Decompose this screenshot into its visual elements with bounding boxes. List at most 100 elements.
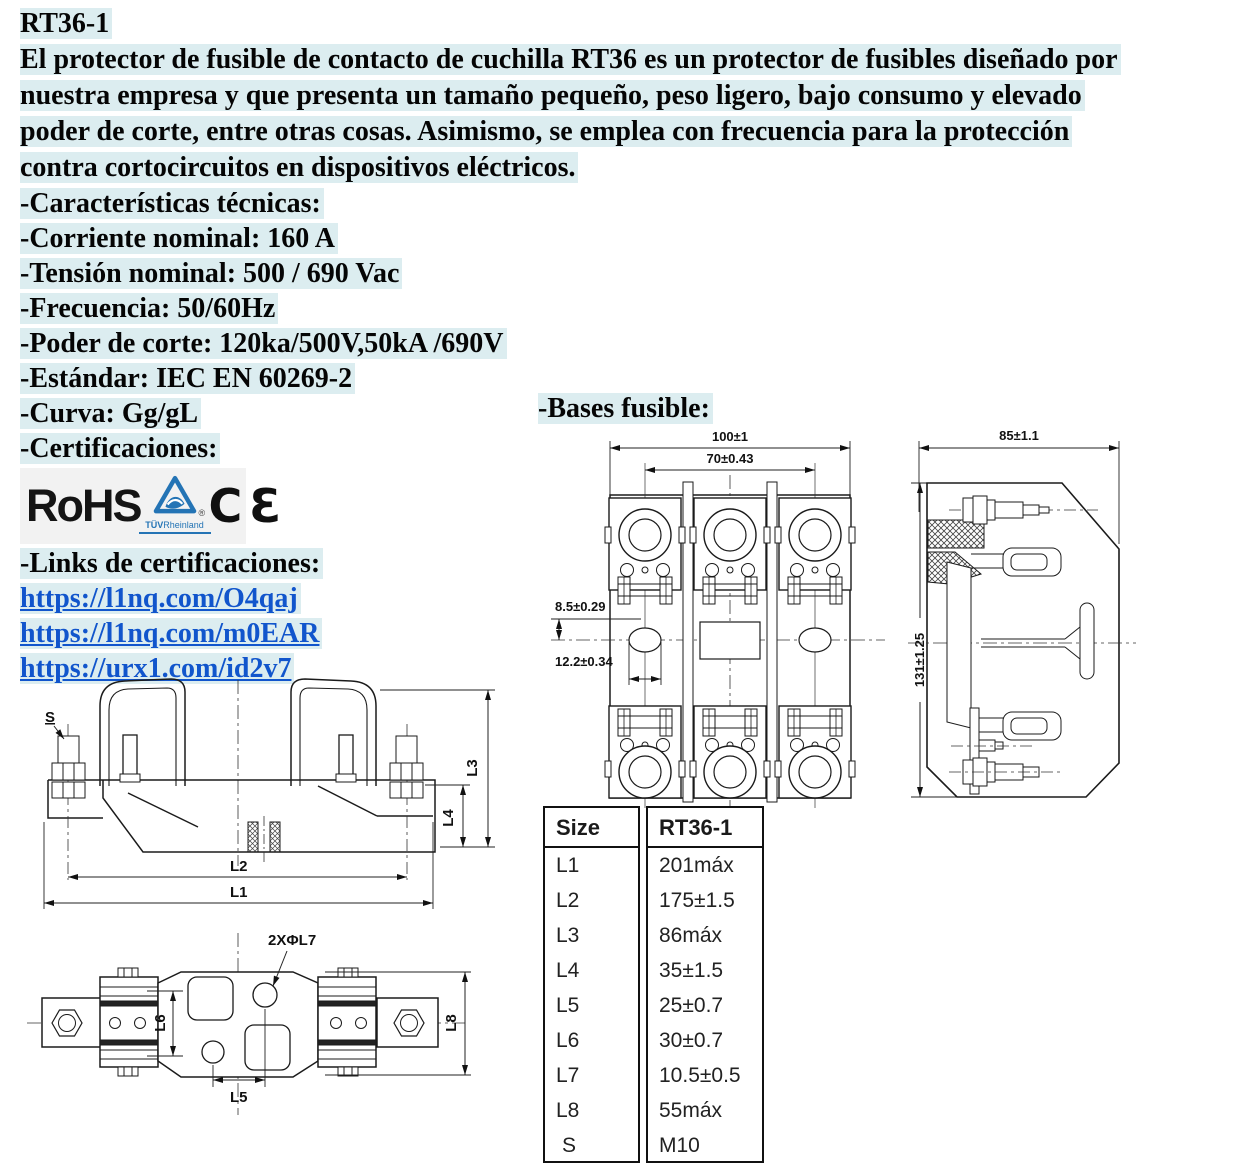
pole-contact-top xyxy=(604,497,686,605)
window-hole xyxy=(187,976,234,1021)
label-2x-phi-l7: 2XΦL7 xyxy=(268,932,316,949)
size-table-values-column: RT36-1 201máx 175±1.5 86máx 35±1.5 25±0.… xyxy=(646,806,764,1163)
registered-mark: ® xyxy=(198,508,206,518)
certifications-label: -Certificaciones: xyxy=(20,433,221,464)
table-row-label: L5 xyxy=(556,994,580,1017)
rohs-logo: RoHS xyxy=(26,480,142,531)
table-row-value: 55máx xyxy=(659,1099,723,1122)
dim-hole-pitch: 70±0.43 xyxy=(707,451,754,466)
fuse-clip-bracket-left xyxy=(99,678,186,786)
table-row-label: L6 xyxy=(556,1029,580,1052)
window-hole xyxy=(244,1024,291,1071)
top-terminal-bolt xyxy=(949,495,1098,525)
ce-mark-logo: CƐ xyxy=(208,479,289,533)
spec-item-caracteristicas: -Características técnicas: xyxy=(20,188,324,219)
description-line: nuestra empresa y que presenta un tamaño… xyxy=(20,80,1085,111)
dim-offset: 8.5±0.29 xyxy=(555,599,606,614)
separator-rail xyxy=(766,481,778,803)
pole-contact-top xyxy=(774,497,856,605)
plan-view-drawing: 100±1 70±0.43 8.5±0.29 12.2±0.34 xyxy=(551,429,885,811)
mounting-slot xyxy=(798,627,832,653)
front-view-drawing: S L2 L1 L3 L4 xyxy=(43,678,495,909)
dim-slot-width: 12.2±0.34 xyxy=(555,654,614,669)
spec-item-estandar: -Estándar: IEC EN 60269-2 xyxy=(20,363,356,394)
certification-link[interactable]: https://urx1.com/id2v7 xyxy=(20,653,295,684)
spec-item-tension: -Tensión nominal: 500 / 690 Vac xyxy=(20,258,403,289)
table-row-label: L1 xyxy=(556,854,580,877)
label-plate xyxy=(699,621,761,660)
end-cap-right xyxy=(376,997,439,1048)
label-l8: L8 xyxy=(443,1014,460,1032)
table-row-value: 30±0.7 xyxy=(659,1029,724,1052)
bases-fusible-heading: -Bases fusible: xyxy=(538,391,713,427)
pole-contact-bottom xyxy=(604,705,686,799)
inner-plate xyxy=(946,561,972,729)
tuv-triangle-icon xyxy=(153,475,196,514)
tuv-rheinland-logo: ® TÜVRheinland xyxy=(138,468,211,544)
t-slot xyxy=(981,602,1095,680)
table-row-value: 86máx xyxy=(659,924,723,947)
dim-height: 131±1.25 xyxy=(912,633,927,687)
bottom-view-drawing: 2XΦL7 L6 L5 L8 xyxy=(27,932,471,1115)
table-header-model: RT36-1 xyxy=(648,808,762,848)
tuv-wordmark: TÜVRheinland xyxy=(138,520,211,534)
certification-link[interactable]: https://l1nq.com/O4qaj xyxy=(20,583,301,614)
mounting-bolt-left xyxy=(51,724,86,880)
label-l5: L5 xyxy=(230,1089,248,1106)
table-row-value: M10 xyxy=(659,1134,700,1157)
table-row-value: 175±1.5 xyxy=(659,889,735,912)
mounting-slot xyxy=(628,627,662,653)
table-row-label: L7 xyxy=(556,1064,580,1087)
upper-blade-clip xyxy=(971,547,1062,577)
pole-contact-bottom xyxy=(774,705,856,799)
certification-logos: RoHS ® TÜVRheinland CƐ xyxy=(20,468,281,544)
base-body xyxy=(47,779,436,853)
blade-foot xyxy=(335,773,357,783)
lower-blade-clip xyxy=(971,711,1062,741)
phi-l7-hole xyxy=(201,1040,225,1064)
label-s: S xyxy=(45,709,55,726)
phi-l7-hole xyxy=(252,982,278,1008)
table-row-value: 10.5±0.5 xyxy=(659,1064,741,1087)
table-row-value: 35±1.5 xyxy=(659,959,724,982)
clip-block-right xyxy=(317,967,377,1077)
size-table-labels-column: Size L1 L2 L3 L4 L5 L6 L7 L8 S xyxy=(543,806,640,1163)
label-l3: L3 xyxy=(464,759,481,777)
page-title: RT36-1 xyxy=(20,8,113,39)
table-row-label: L2 xyxy=(556,889,580,912)
spec-item-frecuencia: -Frecuencia: 50/60Hz xyxy=(20,293,279,324)
table-row-label: L8 xyxy=(556,1099,580,1122)
mounting-bolt-right xyxy=(389,724,424,880)
dim-depth: 85±1.1 xyxy=(999,428,1039,443)
table-row-label: S xyxy=(562,1134,577,1157)
dim-overall-width: 100±1 xyxy=(712,429,748,444)
description-line: contra cortocircuitos en dispositivos el… xyxy=(20,152,579,183)
links-label: -Links de certificaciones: xyxy=(20,548,324,579)
label-l4: L4 xyxy=(440,809,457,827)
end-cap-left xyxy=(41,997,104,1048)
bottom-terminal-bolt xyxy=(949,707,1063,795)
text-column: RT36-1 El protector de fusible de contac… xyxy=(20,6,1121,686)
label-l1: L1 xyxy=(230,884,248,901)
insulator-hatch xyxy=(927,519,985,549)
threaded-column xyxy=(269,821,281,853)
separator-rail xyxy=(682,481,694,803)
table-header-size: Size xyxy=(545,808,638,848)
table-row-value: 201máx xyxy=(659,854,734,877)
clip-block-left xyxy=(99,967,159,1077)
threaded-column xyxy=(247,821,259,853)
spec-item-corriente: -Corriente nominal: 160 A xyxy=(20,223,338,254)
center-body xyxy=(157,971,319,1078)
label-l6: L6 xyxy=(152,1014,169,1032)
description-line: El protector de fusible de contacto de c… xyxy=(20,44,1121,75)
blade-foot xyxy=(119,773,141,783)
table-row-value: 25±0.7 xyxy=(659,994,724,1017)
spec-item-poder-corte: -Poder de corte: 120ka/500V,50kA /690V xyxy=(20,328,507,359)
side-view-drawing: 85±1.1 131±1.25 xyxy=(908,428,1136,798)
table-row-label: L4 xyxy=(556,959,580,982)
certification-link[interactable]: https://l1nq.com/m0EAR xyxy=(20,618,323,649)
table-row-label: L3 xyxy=(556,924,580,947)
pole-contact-top xyxy=(689,497,771,605)
pole-contact-bottom xyxy=(689,705,771,799)
description-line: poder de corte, entre otras cosas. Asimi… xyxy=(20,116,1073,147)
